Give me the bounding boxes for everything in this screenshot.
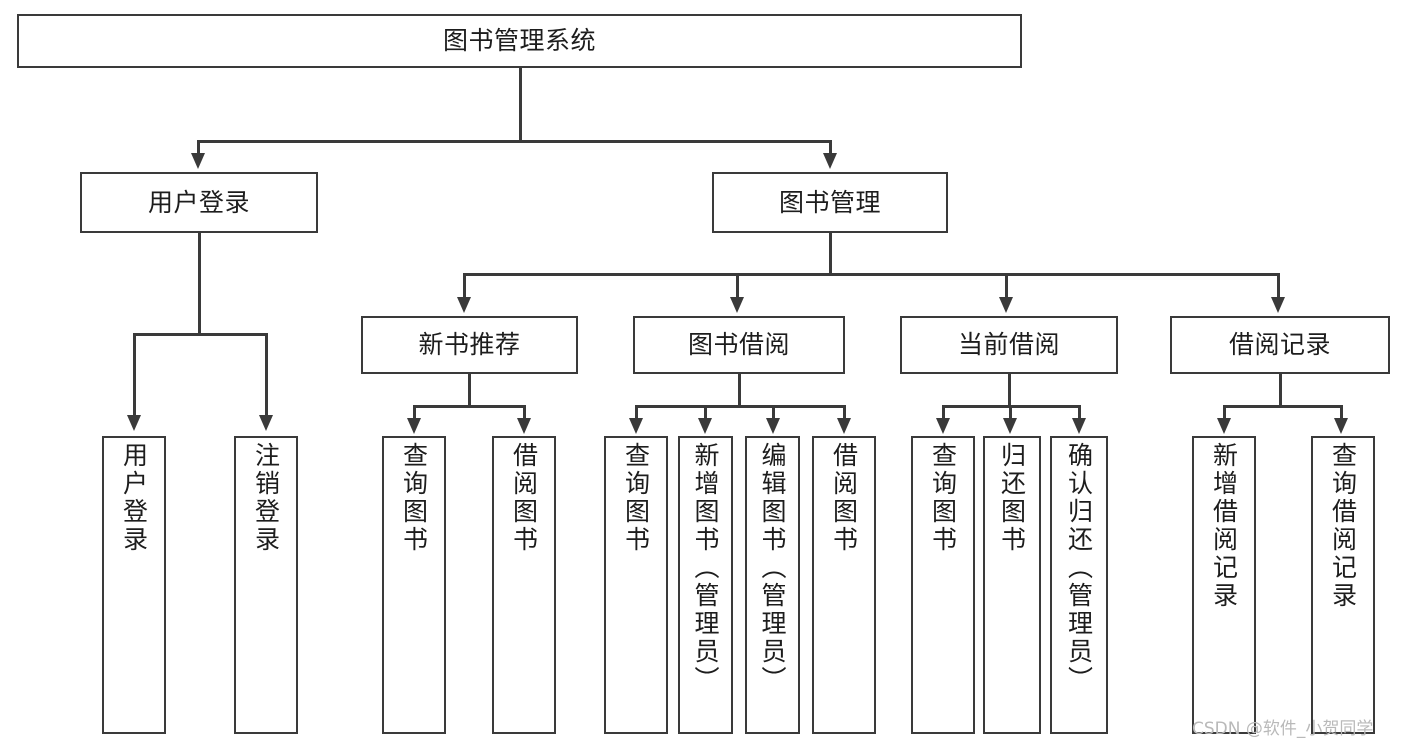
arrow-to-bb-query-book [629, 418, 643, 434]
node-label: 图书管理系统 [442, 26, 596, 55]
node-label: 图书管理 [778, 187, 881, 217]
edge-root-stem [519, 68, 522, 142]
leaf-nbr-query-book[interactable]: 查询图书 [382, 436, 446, 734]
edge-cb-drop-3 [1078, 405, 1081, 419]
arrow-to-cb-return-book [1003, 418, 1017, 434]
leaf-bb-edit-book[interactable]: 编辑图书（管理员） [745, 436, 800, 734]
edge-br-bus [1223, 405, 1342, 408]
arrow-to-nbr-query-book [407, 418, 421, 434]
edge-bb-bus [635, 405, 846, 408]
arrow-to-leaf-user-login [127, 415, 141, 431]
arrow-to-bb-borrow-book [837, 418, 851, 434]
leaf-br-add-record[interactable]: 新增借阅记录 [1192, 436, 1256, 734]
edge-user-login-drop-1 [133, 333, 136, 417]
edge-cb-drop-2 [1009, 405, 1012, 419]
node-user-login[interactable]: 用户登录 [80, 172, 318, 233]
node-borrow-record[interactable]: 借阅记录 [1170, 316, 1390, 374]
node-label: 新增借阅记录 [1209, 442, 1239, 610]
node-label: 查询图书 [399, 442, 429, 554]
node-book-management[interactable]: 图书管理 [712, 172, 948, 233]
edge-root-drop-right [829, 140, 832, 156]
arrow-to-bb-add-book [698, 418, 712, 434]
arrow-to-borrow-record [1271, 297, 1285, 313]
node-label: 图书借阅 [687, 330, 790, 359]
edge-user-login-stem [198, 233, 201, 335]
leaf-br-query-record[interactable]: 查询借阅记录 [1311, 436, 1375, 734]
edge-book-management-bus [463, 273, 1280, 276]
leaf-cb-confirm-return[interactable]: 确认归还（管理员） [1050, 436, 1108, 734]
node-root-book-management-system[interactable]: 图书管理系统 [17, 14, 1022, 68]
leaf-cb-query-book[interactable]: 查询图书 [911, 436, 975, 734]
node-book-borrow[interactable]: 图书借阅 [633, 316, 845, 374]
node-label: 新增图书（管理员） [691, 442, 720, 694]
arrow-to-current-borrow [999, 297, 1013, 313]
node-new-book-recommend[interactable]: 新书推荐 [361, 316, 578, 374]
arrow-to-user-login [191, 153, 205, 169]
edge-user-login-bus [133, 333, 267, 336]
leaf-nbr-borrow-book[interactable]: 借阅图书 [492, 436, 556, 734]
arrow-to-bb-edit-book [766, 418, 780, 434]
arrow-to-book-borrow [730, 297, 744, 313]
edge-bm-drop-4 [1277, 273, 1280, 299]
arrow-to-cb-query-book [936, 418, 950, 434]
edge-bb-stem [738, 374, 741, 407]
arrow-to-br-add-record [1217, 418, 1231, 434]
leaf-user-login[interactable]: 用户登录 [102, 436, 166, 734]
node-label: 用户登录 [119, 442, 149, 554]
node-label: 新书推荐 [418, 330, 521, 359]
node-label: 用户登录 [147, 187, 250, 217]
node-label: 当前借阅 [957, 330, 1060, 359]
leaf-bb-query-book[interactable]: 查询图书 [604, 436, 668, 734]
edge-br-drop-1 [1223, 405, 1226, 419]
edge-bb-drop-1 [635, 405, 638, 419]
edge-br-drop-2 [1340, 405, 1343, 419]
edge-bb-drop-3 [772, 405, 775, 419]
arrow-to-nbr-borrow-book [517, 418, 531, 434]
arrow-to-br-query-record [1334, 418, 1348, 434]
arrow-to-new-book-recommend [457, 297, 471, 313]
node-label: 注销登录 [251, 442, 281, 554]
edge-nbr-drop-1 [413, 405, 416, 419]
edge-bb-drop-2 [704, 405, 707, 419]
edge-bm-drop-2 [736, 273, 739, 299]
edge-bb-drop-4 [843, 405, 846, 419]
edge-book-management-stem [829, 233, 832, 275]
node-label: 查询借阅记录 [1328, 442, 1358, 610]
node-label: 确认归还（管理员） [1064, 442, 1094, 694]
edge-root-bus [197, 140, 832, 143]
edge-root-drop-left [197, 140, 200, 156]
node-label: 借阅记录 [1228, 330, 1331, 359]
leaf-bb-borrow-book[interactable]: 借阅图书 [812, 436, 876, 734]
edge-user-login-drop-2 [265, 333, 268, 417]
edge-nbr-bus [413, 405, 525, 408]
node-label: 借阅图书 [509, 442, 539, 554]
node-current-borrow[interactable]: 当前借阅 [900, 316, 1118, 374]
arrow-to-book-management [823, 153, 837, 169]
edge-bm-drop-1 [463, 273, 466, 299]
edge-cb-stem [1008, 374, 1011, 407]
node-label: 归还图书 [997, 442, 1027, 554]
edge-br-stem [1279, 374, 1282, 407]
edge-nbr-drop-2 [523, 405, 526, 419]
node-label: 查询图书 [928, 442, 958, 554]
arrow-to-cb-confirm-return [1072, 418, 1086, 434]
leaf-bb-add-book[interactable]: 新增图书（管理员） [678, 436, 733, 734]
node-label: 编辑图书（管理员） [758, 442, 787, 694]
arrow-to-leaf-logout [259, 415, 273, 431]
leaf-cb-return-book[interactable]: 归还图书 [983, 436, 1041, 734]
node-label: 借阅图书 [829, 442, 859, 554]
edge-nbr-stem [468, 374, 471, 407]
edge-bm-drop-3 [1005, 273, 1008, 299]
leaf-logout[interactable]: 注销登录 [234, 436, 298, 734]
edge-cb-drop-1 [942, 405, 945, 419]
node-label: 查询图书 [621, 442, 651, 554]
